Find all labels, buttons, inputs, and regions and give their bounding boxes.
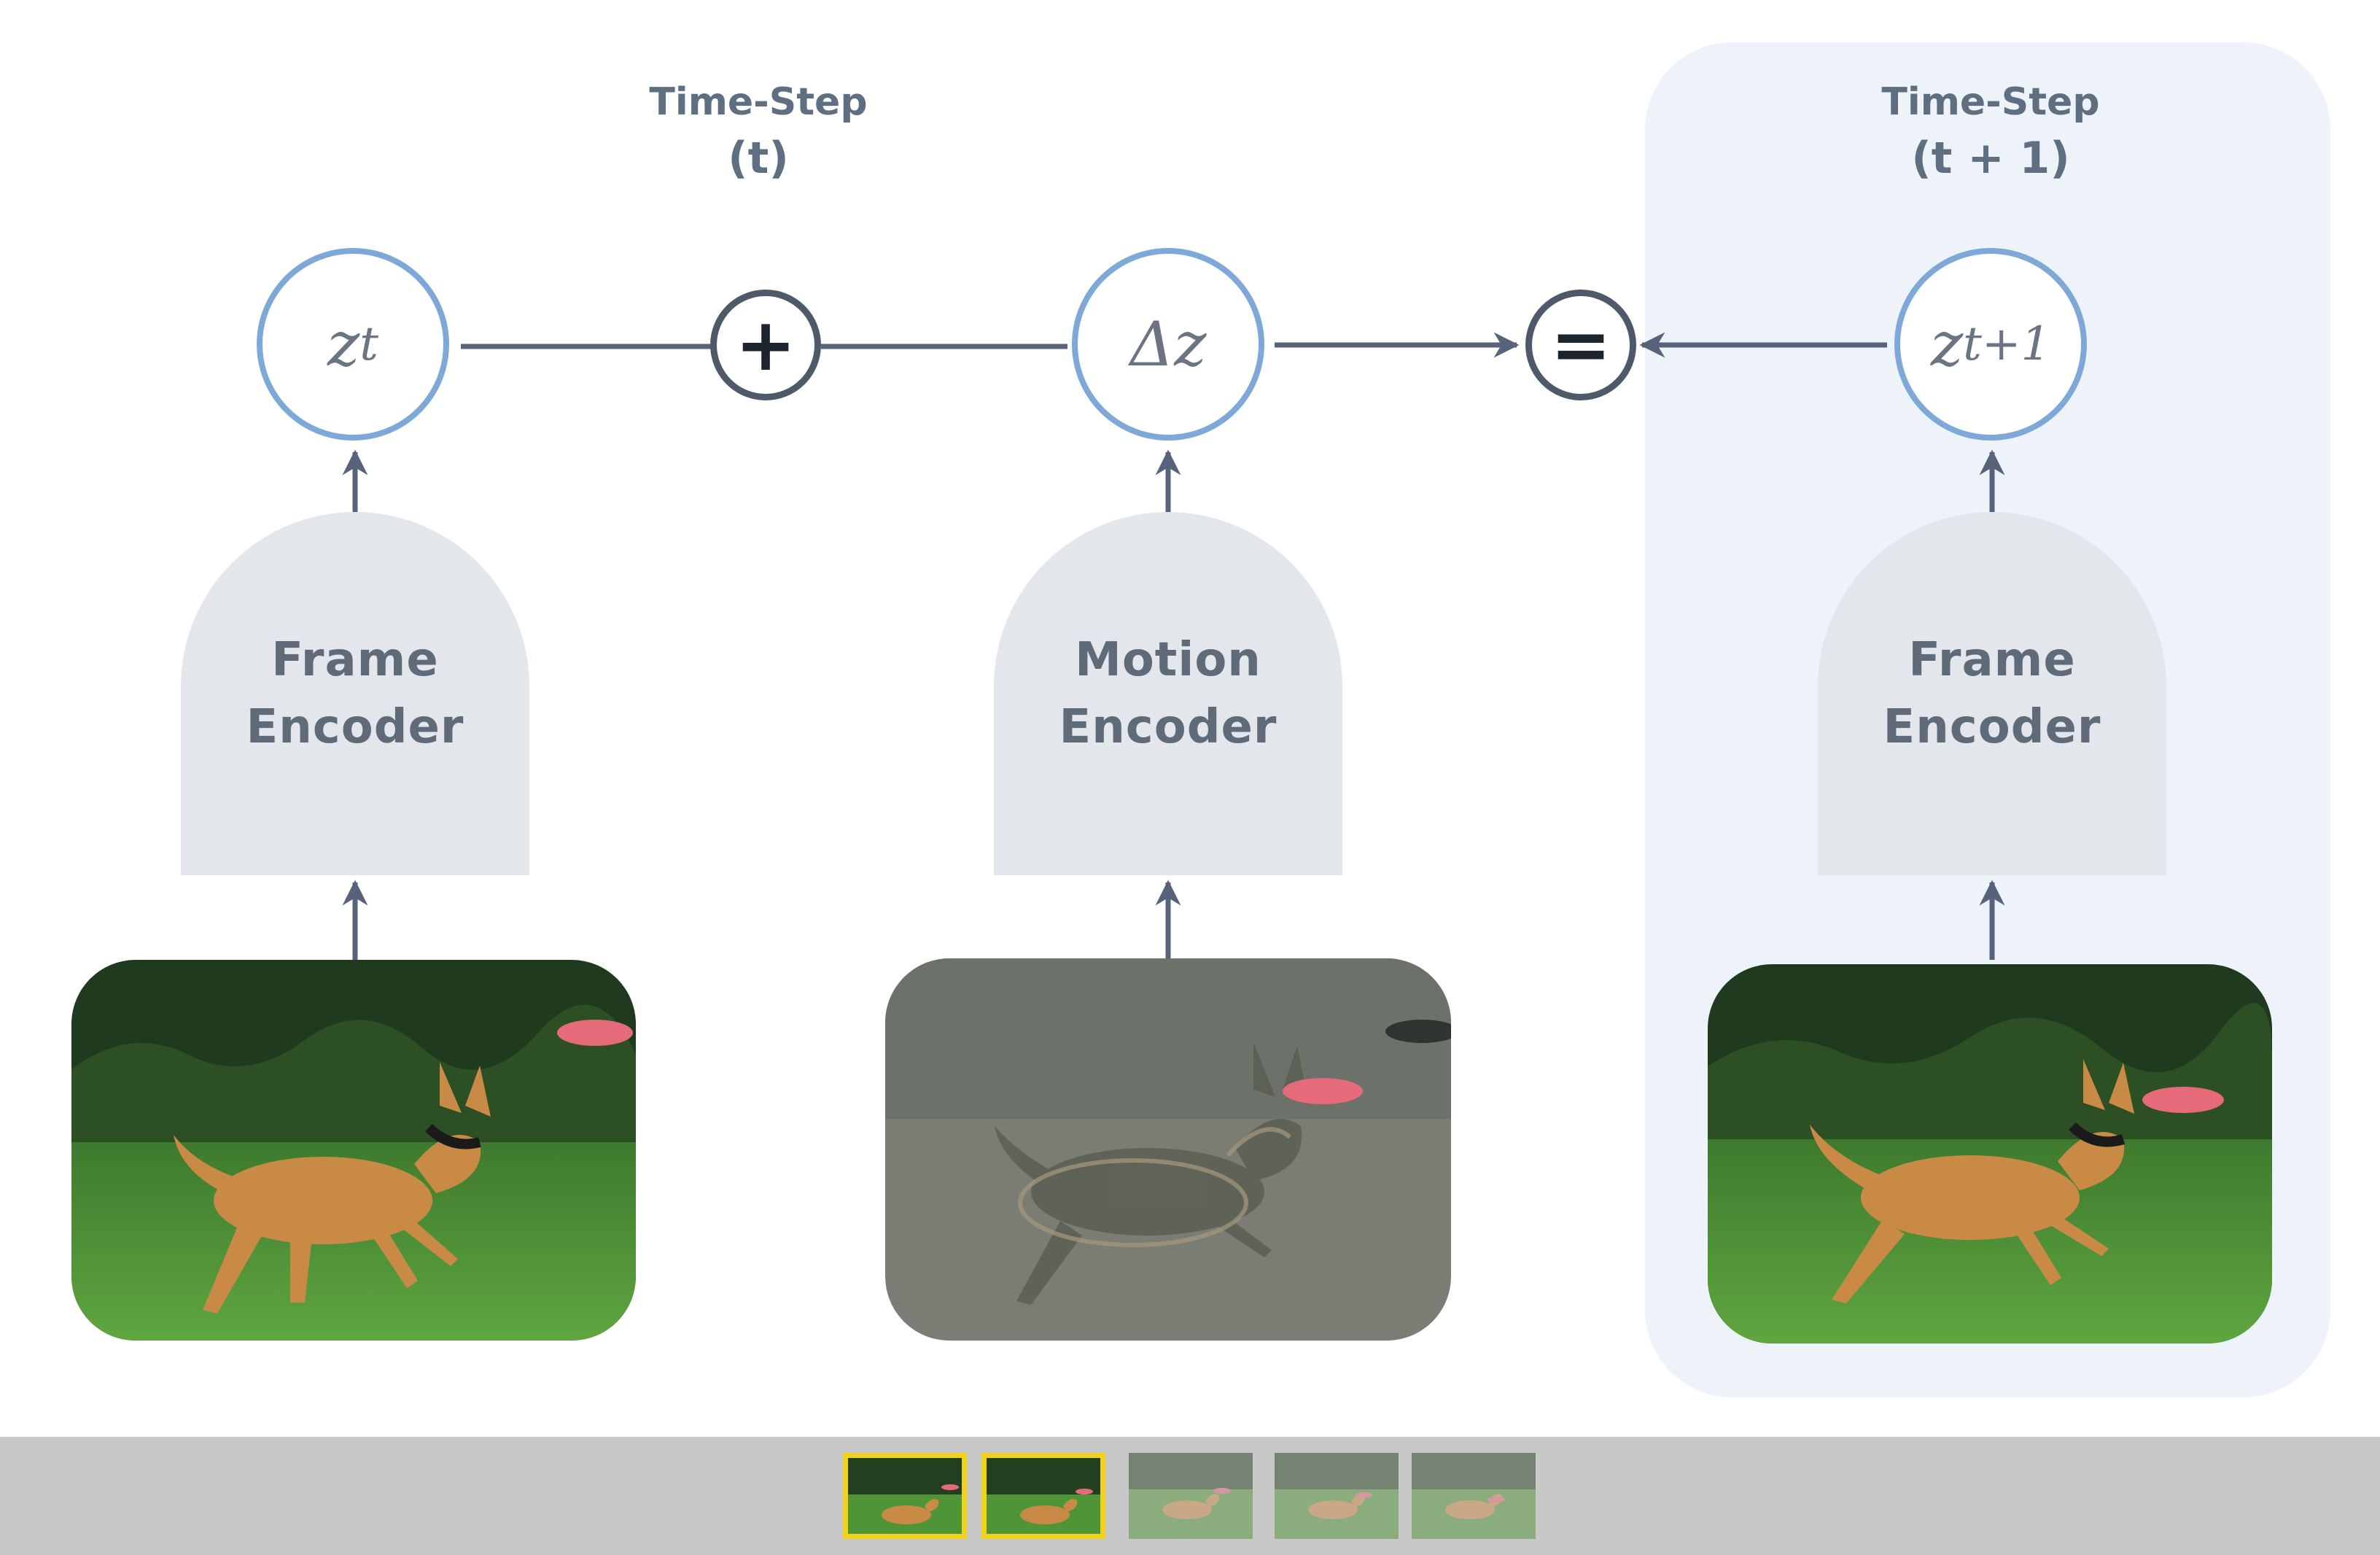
frame-encoder-t1-line1: Frame [1908, 633, 2076, 687]
latent-zt1-base: z [1930, 309, 1964, 380]
motion-encoder: Motion Encoder [994, 512, 1342, 875]
dog-frame-t-image [71, 960, 636, 1341]
frame-encoder-t: Frame Encoder [181, 512, 529, 875]
filmstrip [0, 1437, 2380, 1555]
plus-operator: + [710, 290, 821, 400]
frame-encoder-t1-line2: Encoder [1883, 700, 2101, 754]
dog-frame-t1-image [1708, 964, 2272, 1343]
latent-dz-node: Δz [1072, 248, 1264, 441]
motion-encoder-line2: Encoder [1059, 700, 1278, 754]
frame-encoder-t1: Frame Encoder [1818, 512, 2166, 875]
timestep-t-label: Time-Step (t) [576, 79, 941, 191]
filmstrip-thumbnail[interactable] [1129, 1453, 1253, 1539]
filmstrip-thumbnail[interactable] [843, 1453, 967, 1539]
filmstrip-thumbnail[interactable] [1275, 1453, 1399, 1539]
timestep-t-line1: Time-Step [649, 80, 868, 124]
timestep-t1-line1: Time-Step [1881, 80, 2100, 124]
latent-zt1-sub: t+1 [1963, 317, 2051, 371]
latent-zt-base: z [327, 309, 360, 380]
frame-encoder-t-line2: Encoder [246, 700, 464, 754]
latent-dz-base: Δz [1129, 309, 1207, 380]
latent-zt-sub: t [359, 317, 378, 371]
motion-encoder-line1: Motion [1075, 633, 1261, 687]
timestep-t-line2: (t) [728, 133, 789, 184]
plus-symbol: + [735, 302, 796, 387]
equals-symbol: = [1550, 302, 1611, 387]
filmstrip-thumbnail[interactable] [981, 1453, 1105, 1539]
timestep-t1-label: Time-Step (t + 1) [1808, 79, 2173, 191]
timestep-t1-line2: (t + 1) [1911, 133, 2070, 184]
equals-operator: = [1525, 290, 1636, 400]
frame-encoder-t-line1: Frame [271, 633, 439, 687]
motion-difference-image [885, 958, 1451, 1341]
filmstrip-thumbnail[interactable] [1412, 1453, 1536, 1539]
